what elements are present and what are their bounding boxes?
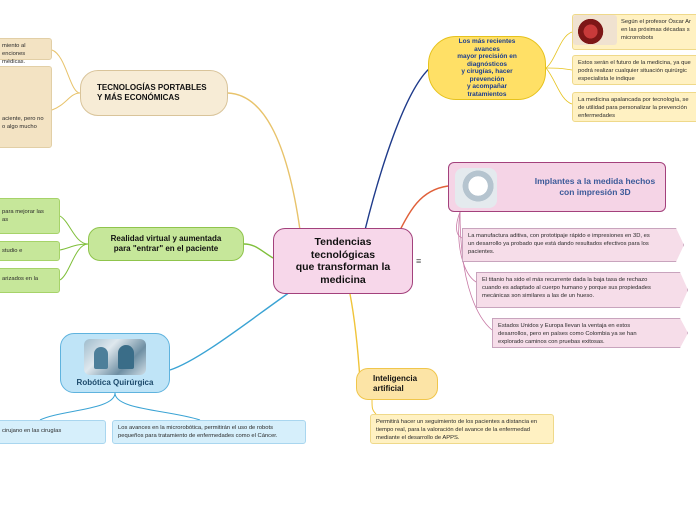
microrobot-image-icon <box>573 15 617 45</box>
card-vr-2[interactable]: studio e <box>0 241 60 261</box>
topic-3d-implants-label: Implantes a la medida hechos con impresi… <box>534 176 656 197</box>
card-implants-3[interactable]: Estados Unidos y Europa llevan la ventaj… <box>492 318 688 348</box>
card-trends-1-text: Según el profesor Óscar Ar en las próxim… <box>621 19 691 41</box>
card-trends-1[interactable]: Según el profesor Óscar Ar en las próxim… <box>572 14 696 50</box>
menu-icon[interactable]: ≡ <box>416 256 422 266</box>
card-trends-3[interactable]: La medicina apalancada por tecnología, s… <box>572 92 696 122</box>
implant-3d-icon <box>455 168 497 208</box>
card-ai-1[interactable]: Permitirá hacer un seguimiento de los pa… <box>370 414 554 444</box>
surgery-photo-icon <box>84 339 146 375</box>
topic-artificial-intelligence[interactable]: Inteligencia artificial <box>356 368 438 400</box>
card-tech-1[interactable]: miento al enciones médicas. <box>0 38 52 65</box>
card-implants-2[interactable]: El titanio ha sido el más recurrente dad… <box>476 272 688 308</box>
card-vr-1[interactable]: para mejorar las as <box>0 198 60 234</box>
topic-3d-implants[interactable]: Implantes a la medida hechos con impresi… <box>448 162 666 212</box>
card-robotics-2[interactable]: Los avances en la microrobótica, permiti… <box>112 420 306 444</box>
card-robotics-1[interactable]: cirujano en las cirugías <box>0 420 106 444</box>
topic-virtual-reality[interactable]: Realidad virtual y aumentada para "entra… <box>88 227 244 261</box>
topic-surgical-robotics[interactable]: Robótica Quirúrgica <box>60 333 170 393</box>
card-vr-3[interactable]: arizados en la <box>0 268 60 293</box>
card-tech-2-text: aciente, pero no o algo mucho <box>2 116 44 130</box>
card-trends-2[interactable]: Estos serán el futuro de la medicina, ya… <box>572 55 696 85</box>
card-implants-1[interactable]: La manufactura aditiva, con prototipaje … <box>462 228 684 262</box>
topic-surgical-robotics-label: Robótica Quirúrgica <box>76 378 154 387</box>
card-tech-2[interactable]: aciente, pero no o algo mucho <box>0 66 52 148</box>
topic-portable-technologies[interactable]: TECNOLOGÍAS PORTABLES Y MÁS ECONÓMICAS <box>80 70 228 116</box>
topic-recent-advances[interactable]: Los más recientes avances mayor precisió… <box>428 36 546 100</box>
central-topic[interactable]: Tendencias tecnológicas que transforman … <box>273 228 413 294</box>
